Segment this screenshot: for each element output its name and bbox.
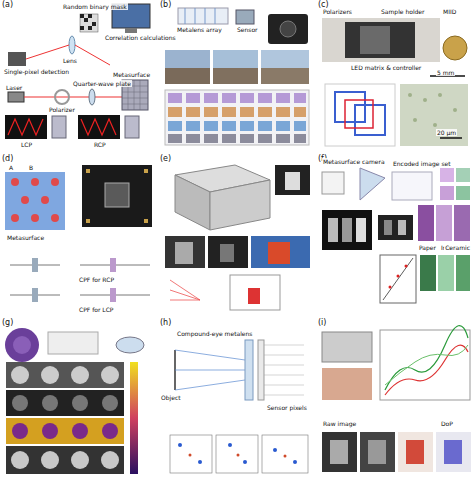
figure-panel: (g) [0, 318, 158, 480]
figure-label: Metalens array [176, 26, 223, 33]
figure-label: Sample holder [380, 8, 426, 15]
panel-letter: (g) [1, 318, 14, 327]
figure-panel: (f) [316, 154, 474, 316]
figure-label: A [8, 164, 14, 171]
panel-i-art [322, 326, 471, 472]
figure-label: Random binary mask [62, 3, 128, 10]
panel-letter: (i) [317, 318, 327, 327]
panel-letter: (d) [1, 154, 14, 163]
figure-label: Laser [5, 84, 23, 91]
figure-label: Polarizer [48, 106, 76, 113]
figure-label: LED matrix & controller [350, 64, 422, 71]
figure-label: MIID [442, 8, 457, 15]
figure-label: 5 mm [436, 69, 455, 76]
figure-label: Correlation calculations [104, 34, 177, 41]
panel-e-art [165, 165, 310, 310]
figure-label: Raw image [322, 420, 357, 427]
figure-label: Paper [418, 244, 437, 251]
figure-label: Compound-eye metalens [176, 330, 253, 337]
figure-label: RCP [93, 141, 107, 148]
panel-letter: (e) [159, 154, 172, 163]
figure-panel: (h) [158, 318, 316, 480]
panel-letter: (a) [1, 0, 14, 9]
panel-letter: (b) [159, 0, 172, 9]
figure-panel: (i) [316, 318, 474, 480]
figure-label: CPF for LCP [78, 306, 114, 313]
panel-h-art [170, 340, 308, 473]
panel-c-art [322, 18, 468, 146]
panel-letter: (h) [159, 318, 172, 327]
figure-label: Metasurface camera [322, 158, 386, 165]
figure-label: 20 μm [436, 129, 457, 136]
figure-label: Object [160, 394, 182, 401]
panel-g-art [5, 328, 144, 474]
panel-b-art [165, 8, 309, 145]
figure-panel: (e) [158, 154, 316, 316]
figure-label: CPF for RCP [78, 276, 115, 283]
panel-d-art [5, 165, 152, 302]
figure-panel: (b) [158, 0, 316, 152]
figure-label: Encoded image set [392, 160, 452, 167]
figure-label: Lens [62, 57, 78, 64]
panel-f-art [322, 168, 470, 303]
figure-label: Quarter-wave plate [72, 80, 132, 87]
figure-label: Polarizers [322, 8, 353, 15]
figure-label: Sensor [236, 26, 259, 33]
figure-label: DoP [440, 420, 454, 427]
figure-label: Single-pixel detection [3, 68, 70, 75]
figure-label: Ceramic [444, 244, 471, 251]
figure-label: Metasurface [6, 234, 45, 241]
figure-label: B [28, 164, 34, 171]
figure-label: Sensor pixels [266, 404, 308, 411]
figure-label: LCP [20, 141, 33, 148]
figure-label: Metasurface [112, 71, 151, 78]
